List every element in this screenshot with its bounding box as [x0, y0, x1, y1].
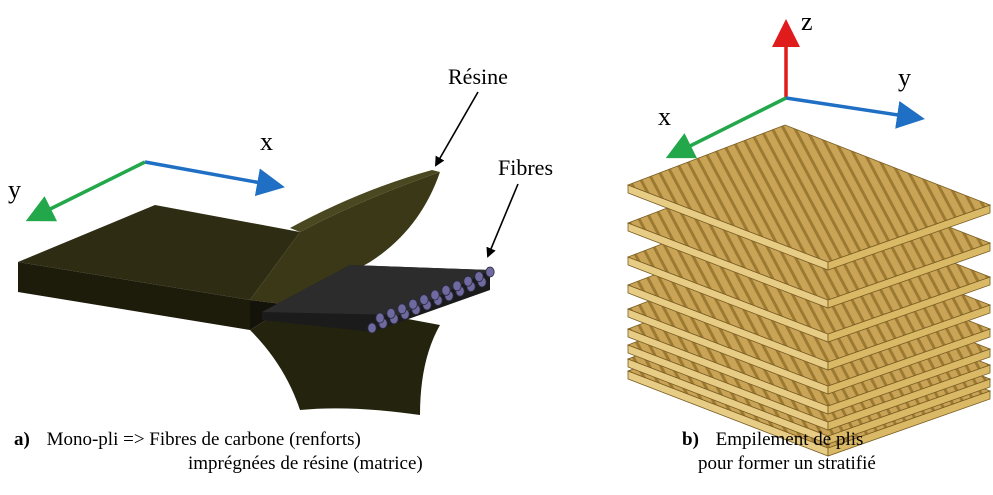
- caption-b-line2: pour former un stratifié: [698, 453, 876, 474]
- caption-b-line2-wrap: pour former un stratifié: [698, 452, 876, 476]
- ply: [626, 124, 992, 271]
- panel-b-z-label: z: [801, 7, 813, 36]
- caption-a: a) Mono-pli => Fibres de carbone (renfor…: [14, 428, 361, 452]
- caption-a-letter: a): [14, 429, 30, 450]
- fibre-end: [474, 271, 484, 283]
- caption-a-line2-wrap: imprégnées de résine (matrice): [188, 452, 423, 476]
- resin-label: Résine: [448, 64, 508, 89]
- fibre-end: [375, 312, 385, 324]
- resin-upper-flap: [250, 172, 440, 305]
- panel-b-y-label: y: [898, 63, 911, 92]
- caption-b: b) Empilement de plis: [682, 428, 863, 452]
- fibre-end: [463, 275, 473, 287]
- fibres-callout-arrow: [486, 183, 519, 258]
- caption-b-line1: Empilement de plis: [715, 429, 864, 450]
- fibre-bundle-top: [262, 265, 490, 315]
- ply-stack: [626, 124, 992, 457]
- fibre-end: [419, 294, 429, 306]
- resin-top-face: [18, 205, 300, 300]
- panel-a-y-label: y: [8, 175, 21, 204]
- panel-a-x-label: x: [260, 127, 273, 156]
- resin-callout-arrow: [435, 91, 479, 167]
- caption-a-line1: Mono-pli => Fibres de carbone (renforts): [46, 429, 361, 450]
- panel-a-x-axis: [144, 160, 285, 197]
- caption-b-letter: b): [682, 429, 699, 450]
- caption-a-line2: imprégnées de résine (matrice): [188, 453, 423, 474]
- fibre-ends: [367, 266, 495, 334]
- fibre-end: [430, 289, 440, 301]
- resin-front-face: [18, 262, 250, 330]
- panel-b-laminate: z y x: [626, 7, 992, 457]
- fibre-end: [367, 322, 377, 334]
- panel-a-y-axis: [25, 160, 146, 222]
- fibre-bundle: [262, 265, 495, 334]
- ply-top-face: [626, 124, 992, 263]
- fibre-end: [397, 303, 407, 315]
- panel-b-y-axis: [785, 96, 925, 129]
- resin-lower-flap: [250, 305, 440, 415]
- fibre-end: [485, 266, 495, 278]
- resin-upper-flap-edge: [290, 170, 440, 232]
- fibre-end: [452, 280, 462, 292]
- fibres-label: Fibres: [498, 155, 553, 180]
- fibre-end: [408, 298, 418, 310]
- panel-a-monoply: x y Résine Fibres: [8, 64, 553, 415]
- fibre-end: [386, 307, 396, 319]
- panel-b-x-label: x: [658, 102, 671, 131]
- panel-b-x-axis: [665, 96, 787, 159]
- fibre-end: [441, 284, 451, 296]
